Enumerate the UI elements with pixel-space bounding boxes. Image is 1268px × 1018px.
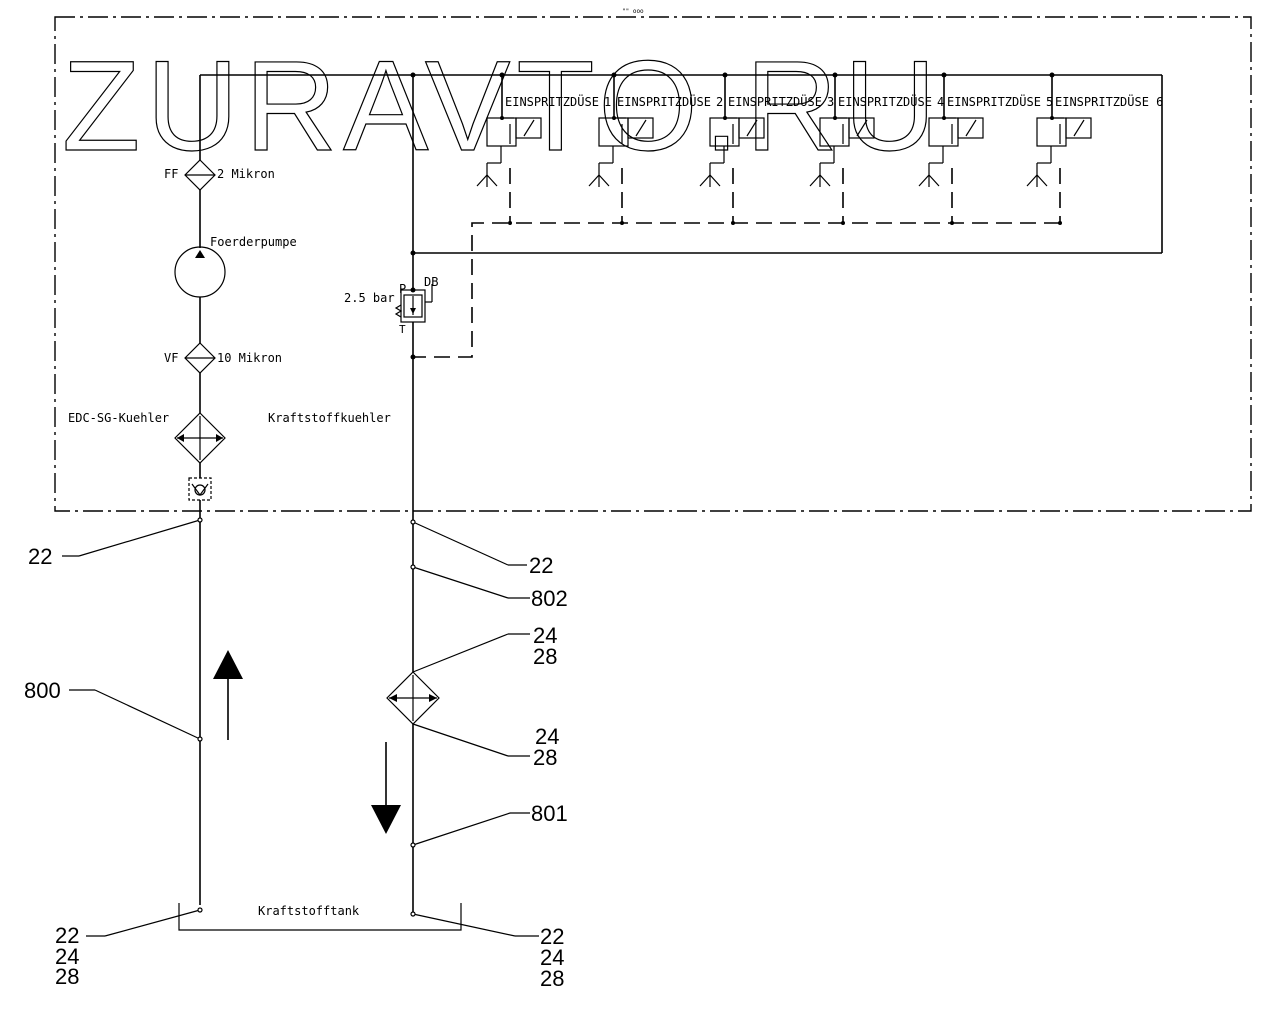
callout-tank-left-3: 28 xyxy=(55,964,79,989)
callout-left-22: 22 xyxy=(28,544,52,569)
injector-prefix-2: 2 xyxy=(716,95,723,109)
injector-5: EINSPRITZDÜSE 5 xyxy=(918,72,1053,225)
callout-leaders xyxy=(62,72,539,937)
injector-label-2: EINSPRITZDÜSE xyxy=(617,93,711,109)
injector-1: EINSPRITZDÜSE 1 xyxy=(476,72,611,225)
leak-off-line xyxy=(413,222,1060,358)
callout-tank-left-2: 24 xyxy=(55,944,79,969)
callout-tank-right-1: 22 xyxy=(540,924,564,949)
return-line xyxy=(412,75,1162,915)
injector-label-6: EINSPRITZDÜSE 6 xyxy=(1055,93,1163,109)
return-filter xyxy=(386,671,440,725)
injector-label-5: EINSPRITZDÜSE xyxy=(947,93,1041,109)
fuel-cooler-label: Kraftstoffkuehler xyxy=(268,411,391,425)
valve-db: DB xyxy=(424,275,438,289)
vf-label: VF xyxy=(164,351,178,365)
tiny-caption: "" ooo xyxy=(622,8,644,15)
callout-right-801: 801 xyxy=(531,801,568,826)
edc-cooler-label: EDC-SG-Kuehler xyxy=(68,411,169,425)
ff-rating: 2 Mikron xyxy=(217,167,275,181)
vf-filter: VF 10 Mikron xyxy=(164,342,282,374)
callout-filter-bottom-2: 28 xyxy=(533,745,557,770)
injector-label-3: EINSPRITZDÜSE xyxy=(728,93,822,109)
injector-label-1: EINSPRITZDÜSE xyxy=(505,93,599,109)
ff-label: FF xyxy=(164,167,178,181)
valve-pressure: 2.5 bar xyxy=(344,291,395,305)
ff-filter: FF 2 Mikron xyxy=(164,159,275,191)
valve-t: T xyxy=(399,323,406,336)
callout-filter-bottom-1: 24 xyxy=(535,724,559,749)
flow-down-arrow xyxy=(371,742,401,834)
valve-p: P xyxy=(399,282,406,296)
callout-tank-right-3: 28 xyxy=(540,966,564,991)
edc-cooler: EDC-SG-Kuehler Kraftstoffkuehler xyxy=(68,411,391,464)
engine-boundary xyxy=(54,16,1252,512)
injector-2: EINSPRITZDÜSE 2 xyxy=(588,72,723,225)
vf-rating: 10 Mikron xyxy=(217,351,282,365)
pump-label: Foerderpumpe xyxy=(210,235,297,249)
watermark-text: ZURAVTO.RU xyxy=(62,35,942,178)
fuel-tank: Kraftstofftank xyxy=(178,903,462,931)
check-valve xyxy=(188,477,212,501)
injector-6: EINSPRITZDÜSE 6 xyxy=(1026,72,1163,225)
feed-pump: Foerderpumpe xyxy=(174,235,297,298)
callout-tank-left-1: 22 xyxy=(55,923,79,948)
injector-label-4: EINSPRITZDÜSE xyxy=(838,93,932,109)
callout-tank-right-2: 24 xyxy=(540,945,564,970)
callout-left-800: 800 xyxy=(24,678,61,703)
injector-4: EINSPRITZDÜSE 4 xyxy=(809,72,944,225)
tank-label: Kraftstofftank xyxy=(258,904,360,918)
flow-up-arrow xyxy=(213,650,243,740)
injector-prefix-3: 3 xyxy=(827,95,834,109)
injector-prefix-5: 5 xyxy=(1046,95,1053,109)
callout-filter-top-2: 28 xyxy=(533,644,557,669)
callout-right-802: 802 xyxy=(531,586,568,611)
injector-prefix-1: 1 xyxy=(604,95,611,109)
supply-line xyxy=(199,74,1163,905)
callout-filter-top-1: 24 xyxy=(533,623,557,648)
injector-3: EINSPRITZDÜSE 3 xyxy=(699,72,834,225)
callout-numbers: 22 800 22 802 24 28 24 28 801 22 24 28 2… xyxy=(24,544,568,991)
injector-prefix-4: 4 xyxy=(937,95,944,109)
pressure-valve: 2.5 bar P T DB xyxy=(344,275,438,336)
callout-right-22: 22 xyxy=(529,553,553,578)
